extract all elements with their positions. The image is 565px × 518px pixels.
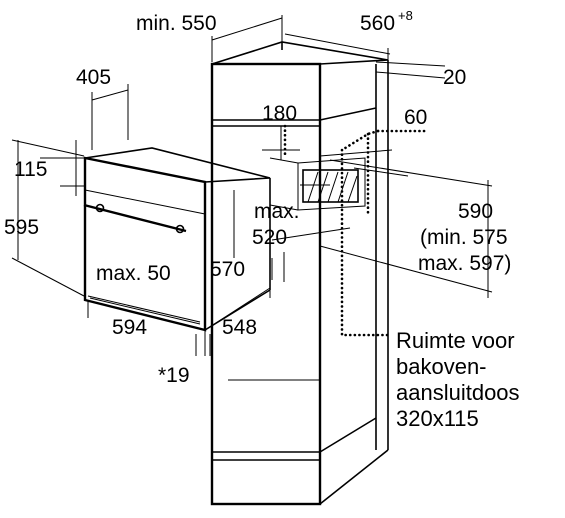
dim-405-line [91, 89, 129, 101]
dim-590-ref [319, 245, 493, 293]
label-shelf-depth-max: max. [254, 200, 300, 223]
hatch [347, 175, 358, 203]
socket-box [302, 169, 359, 203]
dim-arrow [353, 167, 409, 177]
dim-595-ref [11, 139, 85, 157]
label-niche-height-min: (min. 575 [420, 226, 508, 249]
label-door-protrusion: *19 [158, 364, 190, 387]
label-oven-top-offset: 405 [76, 66, 111, 89]
dim-side-line [375, 71, 446, 79]
dimension-lines [11, 15, 493, 356]
handle-mount-left [95, 203, 105, 213]
dim-width-line [284, 33, 391, 55]
label-cabinet-width-tolerance: +8 [398, 8, 413, 23]
label-niche-depth: 570 [210, 258, 245, 281]
dim-595-ref [11, 257, 85, 297]
cabinet-front-frame [210, 62, 322, 506]
hatch [317, 171, 329, 203]
dim-590-ref [329, 159, 493, 187]
note-line-1: Ruimte voor [396, 328, 515, 353]
niche-top-rail [269, 157, 299, 164]
dim-depth-line [211, 17, 283, 41]
niche-bottom-rail [269, 204, 299, 211]
dim-60-line [319, 149, 393, 157]
cabinet-top-panel [211, 41, 389, 65]
note-line-2: bakoven- [396, 354, 487, 379]
label-side-panel: 20 [443, 66, 466, 89]
label-upper-gap: 180 [262, 102, 297, 125]
dim-594-line [87, 295, 201, 323]
label-shelf-depth: 520 [252, 226, 287, 249]
label-oven-depth: 548 [222, 316, 257, 339]
oven-top [84, 147, 271, 183]
label-cabinet-width: 560 [360, 12, 395, 35]
oven-front [83, 156, 207, 332]
lower-shelf-depth [319, 417, 377, 453]
upper-shelf-depth [319, 107, 377, 121]
label-niche-height: 590 [458, 200, 493, 223]
label-front-width: 594 [112, 316, 147, 339]
label-oven-height: 595 [4, 216, 39, 239]
hatch [307, 171, 319, 203]
dim-side-line [375, 61, 446, 67]
note-line-4: 320x115 [396, 406, 479, 431]
dotted-line [340, 129, 380, 152]
cabinet-bottom-edge [319, 449, 389, 505]
connection-box-outline [283, 124, 427, 337]
hatch [327, 171, 339, 203]
handle-mount-right [175, 224, 185, 234]
dim-520-line [271, 227, 351, 241]
note-line-3: aansluitdoos [396, 380, 520, 405]
label-handle-offset: max. 50 [96, 262, 171, 285]
dim-548-line [204, 287, 271, 331]
oven-control-panel [84, 189, 206, 215]
oven [83, 147, 271, 332]
oven-door-bottom [89, 297, 201, 325]
label-rear-gap: 60 [404, 106, 427, 129]
oven-handle [83, 203, 187, 233]
label-niche-height-max: max. 597) [418, 252, 511, 275]
dotted-line [340, 148, 390, 337]
label-cabinet-depth: min. 550 [136, 12, 217, 35]
label-oven-vertical-offset: 115 [14, 158, 47, 181]
